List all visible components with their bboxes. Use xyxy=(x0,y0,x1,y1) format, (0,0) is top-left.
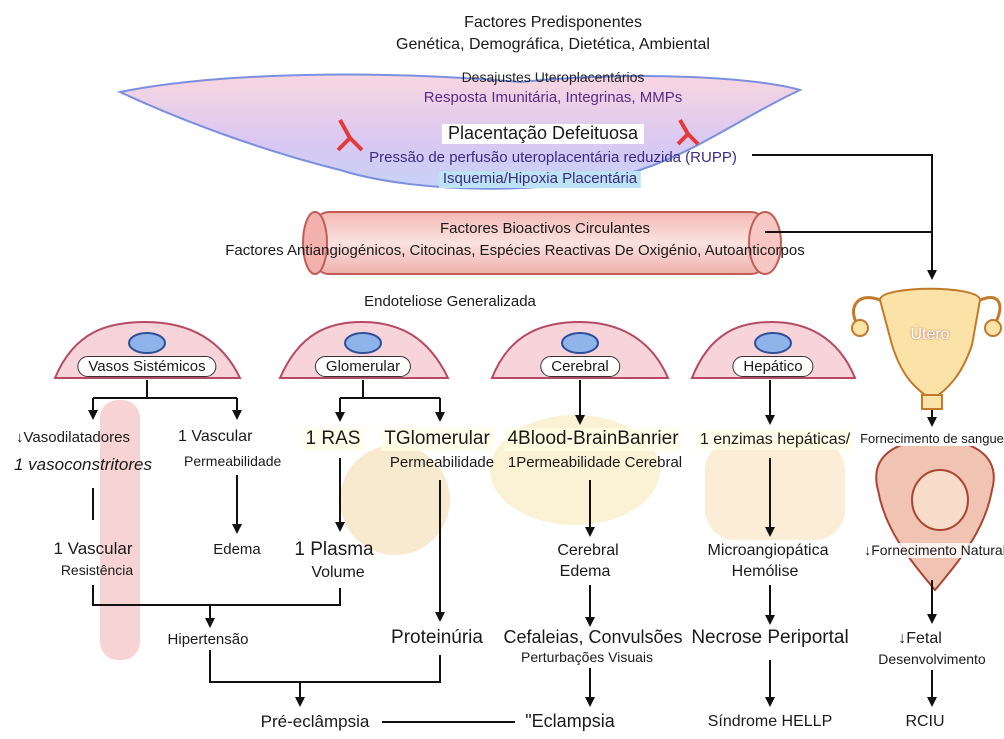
vasos-edema: Edema xyxy=(213,542,261,559)
placenta-line5: Isquemia/Hipoxia Placentária xyxy=(439,171,641,188)
vessel-line2: Factores Antiangiogénicos, Citocinas, Es… xyxy=(225,243,804,260)
glom-plasma-2: Volume xyxy=(311,564,364,582)
uter-fetal-2: Desenvolvimento xyxy=(878,652,985,667)
rciu: RCIU xyxy=(905,713,944,731)
glom-tglomerular: TGlomerular xyxy=(381,428,493,451)
cell-label-glomerular: Glomerular xyxy=(315,356,411,377)
sindrome-hellp: Síndrome HELLP xyxy=(708,713,833,731)
placenta-line4: Pressão de perfusão uteroplacentária red… xyxy=(369,150,737,167)
vessel-line1: Factores Bioactivos Circulantes xyxy=(440,221,650,238)
hep-micro-2: Hemólise xyxy=(732,563,799,581)
glom-plasma-1: 1 Plasma xyxy=(294,540,373,561)
vasos-permeabilidade-2: Permeabilidade xyxy=(184,454,281,469)
cell-label-cerebral: Cerebral xyxy=(540,356,620,377)
cereb-sintomas-2: Perturbações Visuais xyxy=(521,650,653,665)
hipertensao: Hipertensão xyxy=(168,632,249,649)
glom-permeabilidade: Permeabilidade xyxy=(390,455,494,472)
header-title: Factores Predisponentes xyxy=(464,14,642,32)
uterus-shape xyxy=(852,289,1001,409)
hep-enzimas: 1 enzimas hepáticas/ xyxy=(697,430,853,450)
cereb-permeabilidade: 1Permeabilidade Cerebral xyxy=(508,455,682,472)
cell-label-utero: Útero xyxy=(910,326,949,344)
placenta-line2: Resposta Imunitária, Integrinas, MMPs xyxy=(424,90,682,107)
cell-label-hepatico: Hepático xyxy=(732,356,813,377)
uter-fornecimento-natural: ↓Fornecimento Natural xyxy=(864,543,1004,558)
placenta-line3: Placentação Defeituosa xyxy=(442,124,644,144)
header-subtitle: Genética, Demográfica, Dietética, Ambien… xyxy=(396,36,710,54)
glom-ras: 1 RAS xyxy=(303,428,364,451)
vasos-permeabilidade-1: 1 Vascular xyxy=(178,428,252,446)
pre-eclampsia: Pré-eclâmpsia xyxy=(261,713,370,732)
eclampsia: "Eclampsia xyxy=(525,712,614,732)
endotheliosis-label: Endoteliose Generalizada xyxy=(364,294,536,311)
uter-fetal-1: ↓Fetal xyxy=(898,630,942,648)
proteinuria: Proteinúria xyxy=(391,628,483,649)
cereb-sintomas-1: Cefaleias, Convulsões xyxy=(503,628,682,648)
cereb-bbb: 4Blood-BrainBanrier xyxy=(504,428,681,451)
uter-fornecimento: Fornecimento de sangue xyxy=(860,432,1004,446)
vasos-vasoconstritores: 1 vasoconstritores xyxy=(14,456,152,475)
cereb-edema-1: Cerebral xyxy=(557,542,618,560)
placenta-line1: Desajustes Uteroplacentários xyxy=(462,70,645,85)
hep-micro-1: Microangiopática xyxy=(708,542,829,560)
vasos-resistencia-2: Resistência xyxy=(61,563,133,578)
fetus-shape xyxy=(876,440,993,590)
vasos-vasodilatadores: ↓Vasodilatadores xyxy=(16,430,130,447)
hep-necrose: Necrose Periportal xyxy=(691,628,848,649)
cell-label-vasos: Vasos Sistémicos xyxy=(77,356,216,377)
vasos-resistencia-1: 1 Vascular xyxy=(53,540,132,559)
cereb-edema-2: Edema xyxy=(560,563,611,581)
